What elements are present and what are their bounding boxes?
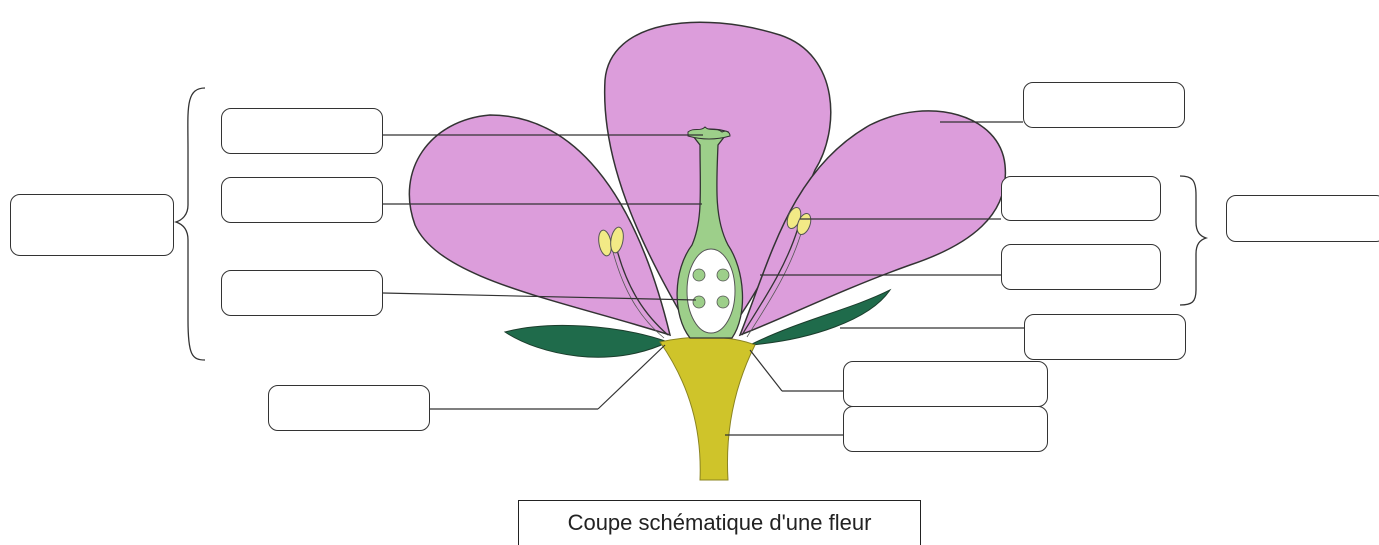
receptacle-and-peduncle [660, 337, 755, 480]
label-box-anther[interactable] [1001, 176, 1161, 221]
sepal-left [505, 325, 668, 357]
label-box-peduncle[interactable] [843, 406, 1048, 452]
label-box-pistil-group[interactable] [10, 194, 174, 256]
label-box-ovary[interactable] [221, 270, 383, 316]
ovary-cavity [687, 249, 735, 333]
diagram-caption: Coupe schématique d'une fleur [518, 500, 921, 545]
label-box-filament[interactable] [1001, 244, 1161, 290]
left-brace [176, 88, 205, 360]
label-box-sepal[interactable] [1024, 314, 1186, 360]
label-box-style[interactable] [221, 177, 383, 223]
right-brace [1180, 176, 1206, 305]
label-box-ovule[interactable] [843, 361, 1048, 407]
label-box-stamen-group[interactable] [1226, 195, 1379, 242]
label-box-receptacle[interactable] [268, 385, 430, 431]
label-box-petal[interactable] [1023, 82, 1185, 128]
label-box-stigma[interactable] [221, 108, 383, 154]
